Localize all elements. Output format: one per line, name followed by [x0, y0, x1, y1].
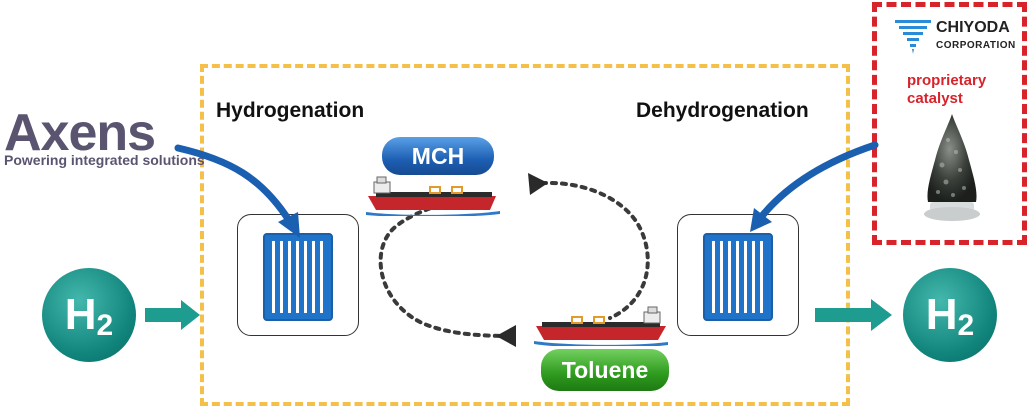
process-boundary: [200, 64, 850, 406]
dehydrogenation-catalyst-bed-icon: [703, 233, 773, 321]
proprietary-catalyst-label: proprietary catalyst: [907, 72, 987, 107]
axens-logo: Axens: [4, 104, 156, 162]
h2-input-symbol: H: [64, 290, 97, 339]
mch-transport-path: [530, 181, 650, 320]
chiyoda-name: CHIYODA: [936, 19, 1010, 36]
h2-input-arrowhead-icon: [181, 300, 200, 330]
chiyoda-supply-arrow: [758, 141, 879, 220]
h2-input-circle: H2: [42, 268, 136, 362]
h2-output-arrow: [815, 308, 871, 322]
h2-output-symbol: H: [925, 290, 958, 339]
h2-input-arrow: [145, 308, 181, 322]
chiyoda-catalyst-box: [872, 2, 1027, 245]
hydrogenation-label: Hydrogenation: [216, 99, 365, 122]
mch-tanker-ship-icon: [366, 176, 500, 216]
axens-supply-arrow: [174, 144, 294, 226]
mch-direction-arrowhead-icon: [528, 173, 548, 195]
toluene-return-path: [378, 194, 512, 338]
dehydrogenation-label: Dehydrogenation: [636, 99, 809, 122]
chiyoda-emblem-icon: [895, 20, 931, 54]
axens-tagline: Powering integrated solutions: [4, 152, 205, 168]
chiyoda-subtitle: CORPORATION: [936, 40, 1016, 51]
toluene-direction-arrowhead-icon: [496, 325, 516, 347]
axens-arrowhead-icon: [278, 212, 300, 238]
toluene-label-pill: Toluene: [541, 349, 669, 391]
catalyst-cone-icon: [924, 114, 980, 221]
chiyoda-arrowhead-icon: [750, 208, 772, 232]
h2-output-subscript: 2: [957, 309, 975, 342]
hydrogenation-catalyst-bed-icon: [263, 233, 333, 321]
h2-output-circle: H2: [903, 268, 997, 362]
toluene-tanker-ship-icon: [534, 306, 668, 346]
h2-input-subscript: 2: [96, 309, 114, 342]
mch-label-pill: MCH: [382, 137, 494, 175]
h2-output-arrowhead-icon: [871, 299, 892, 331]
